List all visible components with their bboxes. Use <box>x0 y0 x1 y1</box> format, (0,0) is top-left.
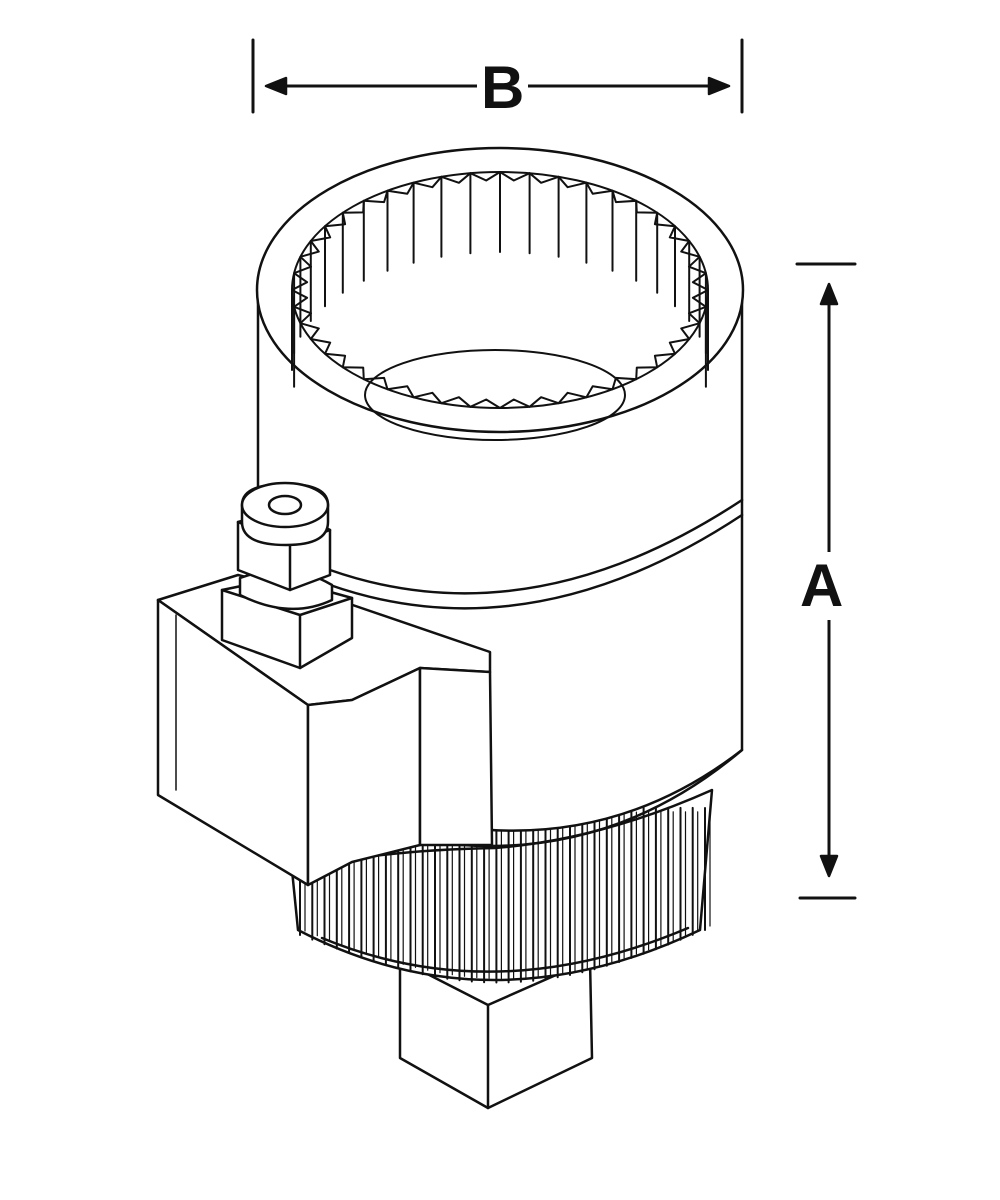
bolt-socket <box>267 494 303 516</box>
spline-tooth-profile <box>291 171 709 409</box>
inner-floor <box>364 349 626 441</box>
lower-gear-teeth <box>299 806 711 984</box>
square-drive <box>398 958 594 1110</box>
locking-bolt <box>220 481 354 670</box>
top-ring <box>255 146 745 441</box>
dimension-a-arrow-top <box>819 282 839 306</box>
dimension-b-label: B <box>477 58 529 118</box>
dimension-b-arrow-left <box>264 76 288 96</box>
internal-spline-teeth <box>291 171 709 409</box>
dimension-a-label: A <box>800 552 844 620</box>
dimension-b-arrow-right <box>707 76 731 96</box>
dimension-a-arrow-bottom <box>819 854 839 878</box>
lower-spline-gear <box>290 788 714 984</box>
